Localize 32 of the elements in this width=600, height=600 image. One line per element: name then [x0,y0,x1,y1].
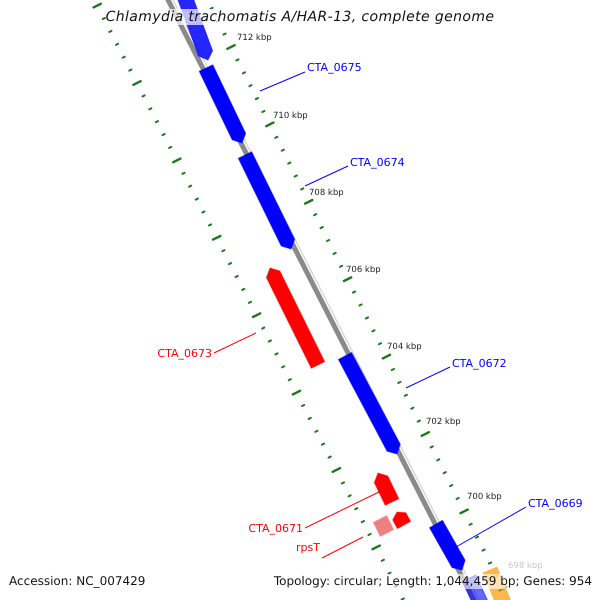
position-label: 712 kbp [237,33,272,44]
gene-label: CTA_0669 [528,497,583,510]
position-label: 706 kbp [346,265,381,276]
gene-feature [338,352,401,455]
gene-feature [372,514,394,538]
gene-label: CTA_0675 [307,61,362,74]
leader-line [260,72,306,92]
gene-feature [198,64,246,144]
gene-label: CTA_0671 [248,522,303,535]
gene-label: CTA_0674 [350,156,405,169]
gene-feature [266,267,326,369]
position-label: 708 kbp [309,188,344,199]
leader-line [456,506,526,548]
gene-feature [374,472,400,506]
gene-label: CTA_0673 [157,347,212,360]
position-label: 702 kbp [426,417,461,428]
gene-label: rpsT [296,541,320,554]
leader-line [214,332,256,354]
accession-label: Accession: NC_007429 [9,574,146,589]
leader-line [406,366,450,388]
gene-feature [392,511,412,530]
gene-feature [238,151,296,250]
leader-line [304,490,382,528]
position-label: 710 kbp [273,111,308,122]
genome-summary: Topology: circular; Length: 1,044,459 bp; Genes: 954 [274,574,592,589]
position-label: 700 kbp [467,492,502,503]
genome-title: Chlamydia trachomatis A/HAR-13, complete genome [106,9,494,25]
gene-label: CTA_0672 [452,357,507,370]
position-label: 704 kbp [387,342,422,353]
leader-line [304,166,348,186]
gene-feature [428,520,466,571]
leader-line [322,536,364,558]
